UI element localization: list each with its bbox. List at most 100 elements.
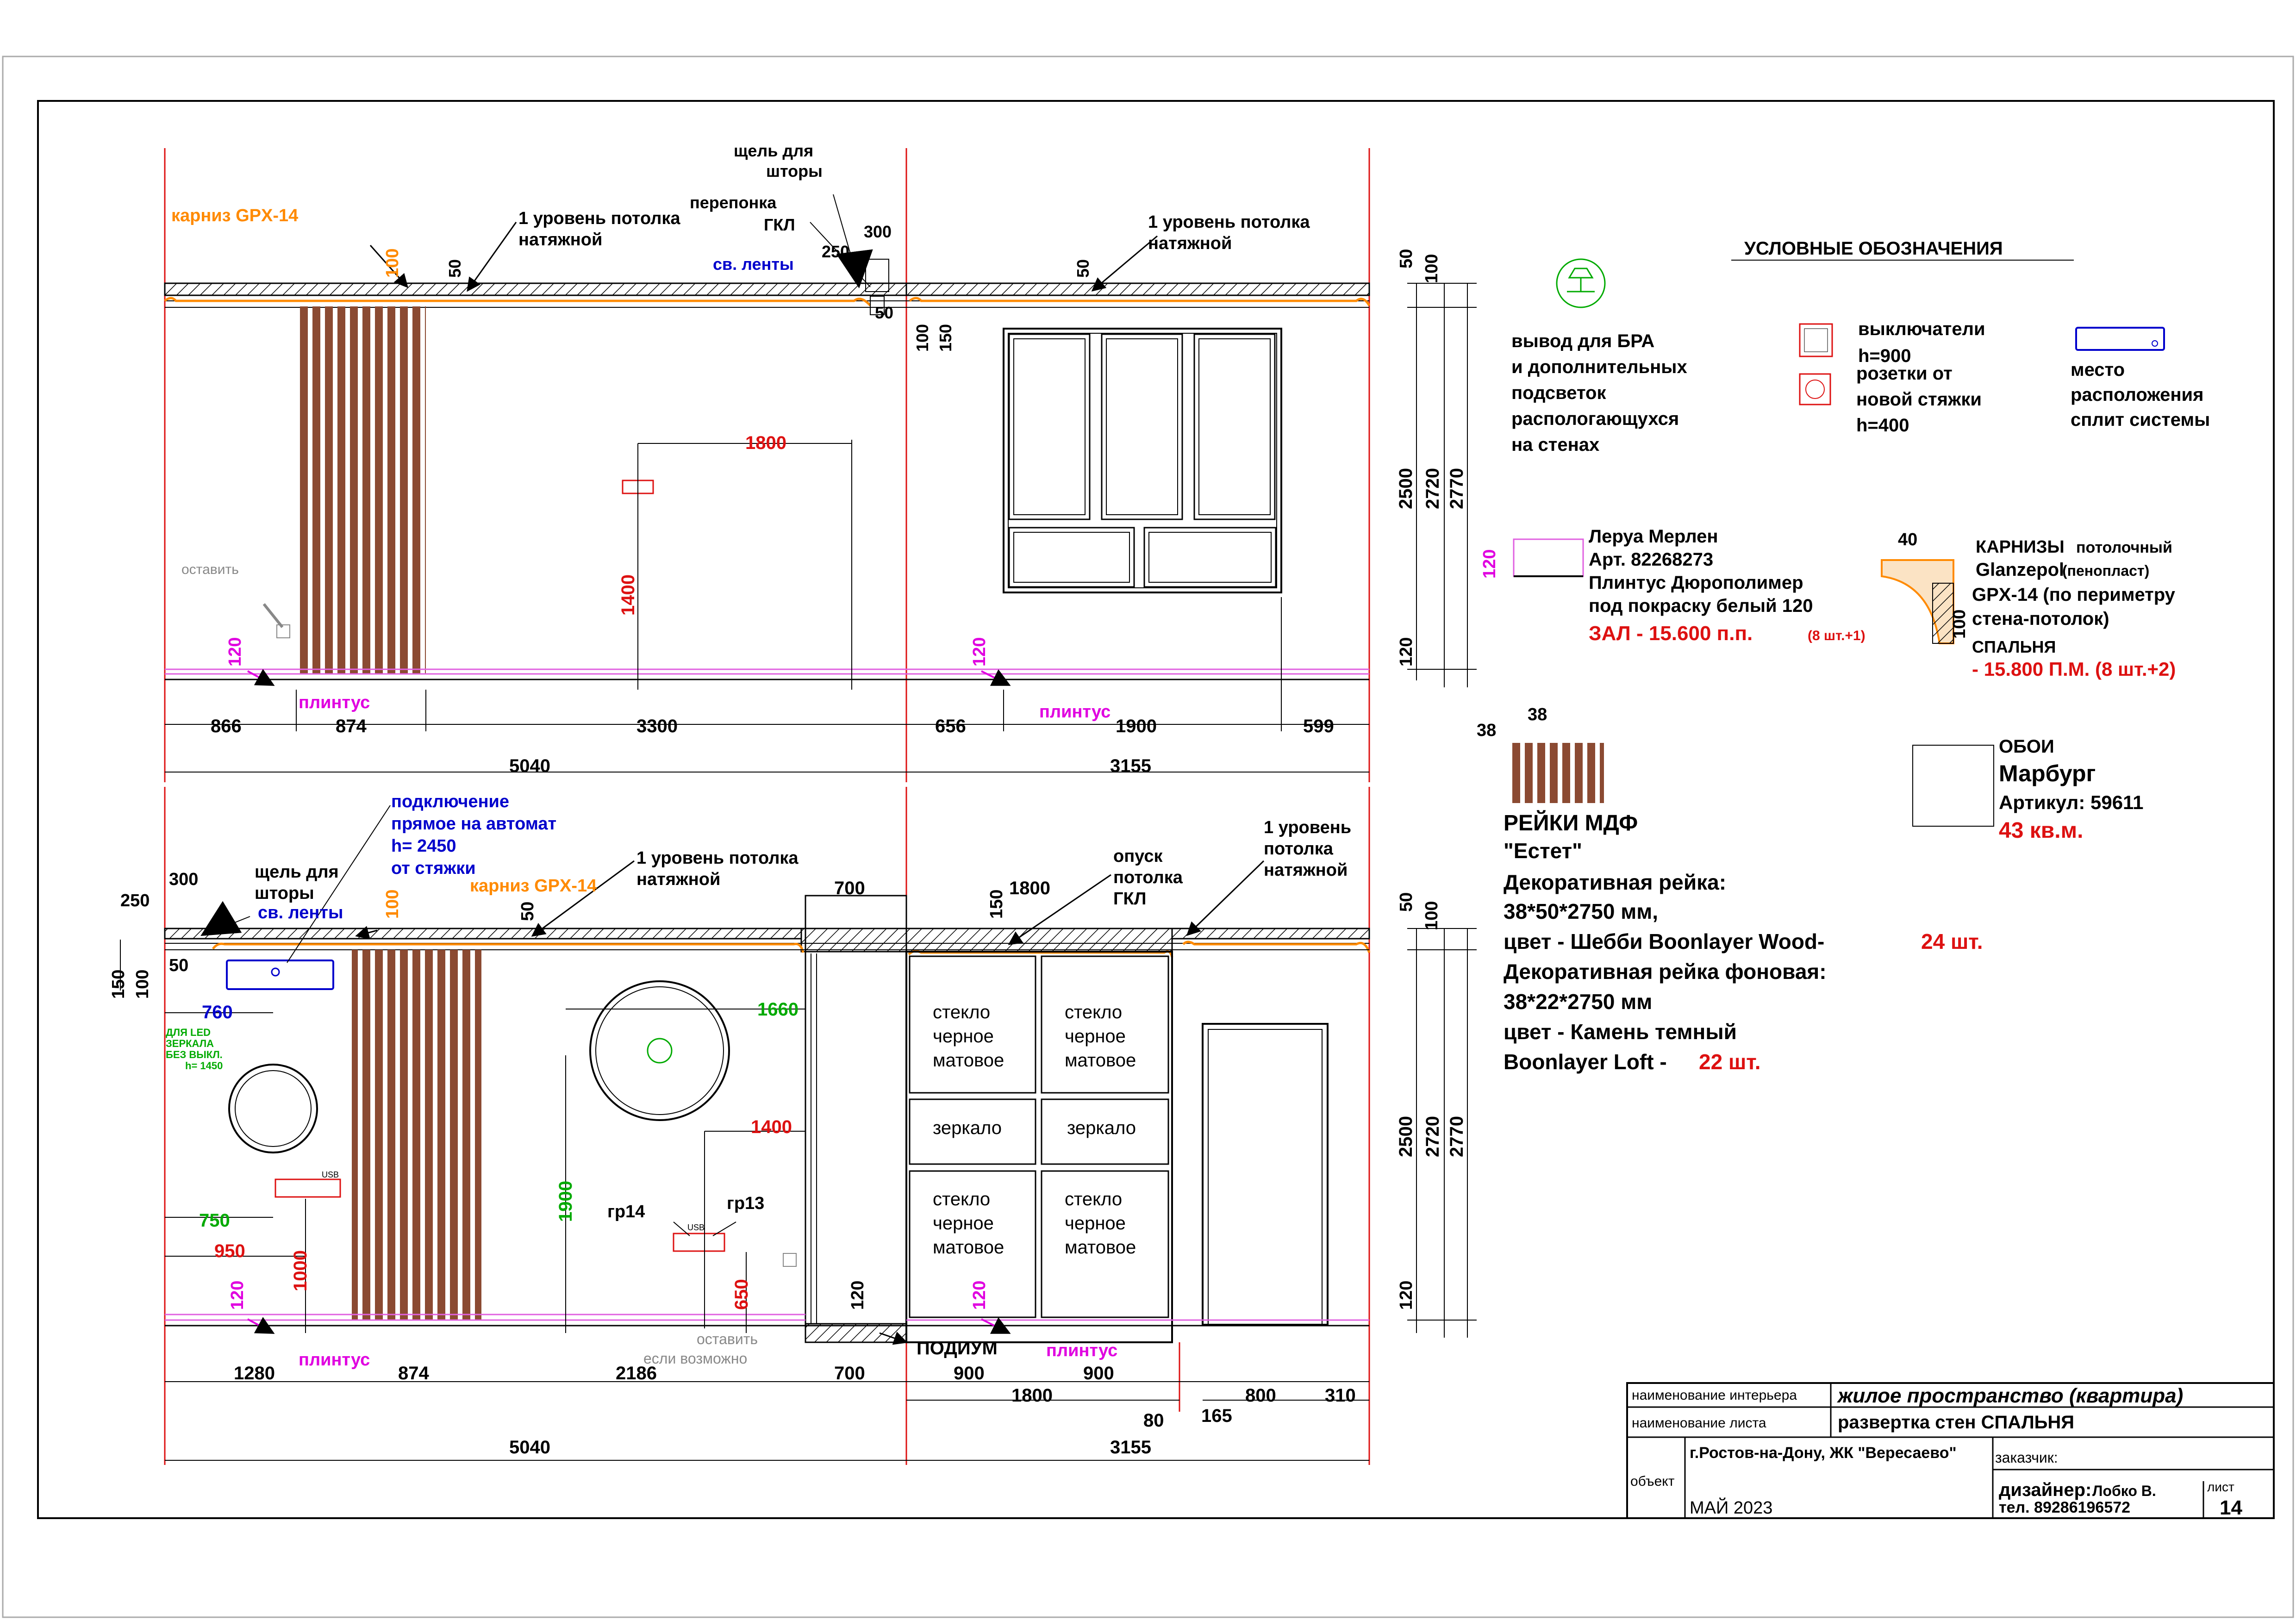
legend: УСЛОВНЫЕ ОБОЗНАЧЕНИЯ вывод для БРА и доп… [1477, 238, 2210, 1074]
bottom-ceiling2-2: потолка [1264, 839, 1334, 859]
wardrobe-glass-2a: стекло [1065, 1002, 1122, 1022]
bottom-left-150: 150 [109, 970, 128, 999]
bottom-dim-2186: 2186 [616, 1363, 657, 1383]
legend-cornice-4: стена-потолок) [1972, 609, 2109, 629]
legend-cornice-1b: потолочный [2076, 539, 2172, 556]
top-ceiling2-label-a: 1 уровень потолка [1148, 212, 1310, 232]
wallpaper-swatch [1912, 745, 1994, 827]
tb-customer-label: заказчик: [1995, 1449, 2058, 1466]
legend-switch-2: h=900 [1858, 346, 1911, 366]
legend-wallpaper-3: Артикул: 59611 [1999, 791, 2143, 813]
top-d250: 250 [822, 242, 849, 261]
legend-cornice-2b: (пенопласт) [2062, 562, 2149, 579]
bottom-vdim-100: 100 [1422, 901, 1441, 930]
legend-slat-l7: Boonlayer Loft - [1504, 1050, 1667, 1074]
bottom-drop-2: потолка [1113, 868, 1183, 887]
bottom-d300: 300 [169, 870, 198, 889]
door [1202, 1023, 1329, 1326]
bra-icon [1556, 258, 1606, 308]
bottom-d700: 700 [834, 878, 865, 898]
tb-designer-label: дизайнер: [1999, 1480, 2091, 1500]
wardrobe-glass-1a: стекло [933, 1002, 990, 1022]
title-block: наименование интерьера жилое пространств… [1626, 1382, 2275, 1519]
legend-bra-1: вывод для БРА [1511, 331, 1654, 351]
legend-wallpaper-2: Марбург [1999, 760, 2096, 786]
bottom-ceiling2-1: 1 уровень [1264, 818, 1351, 837]
legend-cornice-1: КАРНИЗЫ [1976, 537, 2065, 557]
bottom-d950: 950 [214, 1241, 245, 1261]
legend-slat-l3-red: 24 шт. [1921, 929, 1983, 953]
bottom-dim-310: 310 [1325, 1385, 1356, 1406]
bottom-total-3155: 3155 [1110, 1437, 1151, 1458]
wardrobe-mirror-1: зеркало [933, 1118, 1002, 1138]
bottom-total-5040: 5040 [509, 1437, 550, 1458]
bottom-dim-80: 80 [1143, 1410, 1164, 1431]
legend-plinth-1: Леруа Мерлен [1589, 526, 1718, 547]
bottom-d1400: 1400 [751, 1117, 792, 1137]
top-ceiling2-dim: 50 [1073, 259, 1092, 278]
top-dim-599: 599 [1303, 716, 1334, 736]
bottom-left-100: 100 [133, 970, 152, 999]
tb-interior-label: наименование интерьера [1632, 1388, 1797, 1403]
bottom-ceiling1-b: натяжной [636, 870, 720, 889]
bottom-dim-800: 800 [1245, 1385, 1276, 1406]
bottom-connect-2: прямое на автомат [391, 814, 556, 834]
top-vdim-2500: 2500 [1396, 468, 1416, 509]
tb-sheet-name-value: развертка стен СПАЛЬНЯ [1838, 1412, 2074, 1433]
legend-cornice-d100: 100 [1950, 610, 1969, 639]
top-vdim-2720: 2720 [1423, 468, 1443, 509]
bottom-usb-1: USB [322, 1170, 339, 1179]
bottom-podium-label: ПОДИУМ [917, 1338, 998, 1358]
tb-sheet-name-label: наименование листа [1632, 1415, 1766, 1431]
legend-cornice-d40: 40 [1898, 530, 1917, 549]
legend-socket-2: новой стяжки [1856, 389, 1982, 410]
bottom-cornice-label: карниз GPX-14 [470, 876, 597, 896]
legend-ac-2: расположения [2071, 385, 2203, 405]
slat-swatch [1511, 743, 1604, 803]
bottom-plinth-label-1: плинтус [299, 1350, 370, 1370]
wardrobe-glass-1b: черное [933, 1026, 994, 1047]
legend-socket-1: розетки от [1856, 363, 1953, 384]
top-d150: 150 [936, 324, 955, 352]
plinth-swatch [1513, 538, 1584, 577]
legend-slat-l2: 38*50*2750 мм, [1504, 899, 1658, 923]
ac-unit [226, 960, 334, 990]
legend-switch-1: выключатели [1858, 319, 1985, 339]
legend-slat-l1: Декоративная рейка: [1504, 870, 1726, 894]
usb-sockets-left [275, 1178, 341, 1198]
top-d300: 300 [864, 222, 892, 241]
bottom-led-1: ДЛЯ LED [166, 1027, 211, 1038]
top-vdim-50: 50 [1397, 249, 1416, 268]
bottom-d760: 760 [202, 1002, 233, 1022]
top-light-strip: св. ленты [713, 255, 794, 274]
bottom-usb-2: USB [687, 1223, 705, 1232]
legend-title: УСЛОВНЫЕ ОБОЗНАЧЕНИЯ [1744, 238, 2003, 259]
legend-cornice-red: - 15.800 П.М. (8 шт.+2) [1972, 658, 2176, 680]
legend-ac-1: место [2071, 360, 2125, 380]
legend-plinth-3: Плинтус Дюрополимер [1589, 573, 1803, 593]
legend-plinth-4: под покраску белый 120 [1589, 596, 1813, 616]
bottom-ceiling1-a: 1 уровень потолка [636, 848, 799, 868]
bottom-plinth-label-2: плинтус [1046, 1341, 1117, 1360]
legend-slat-brand: "Естет" [1504, 839, 1582, 863]
top-cornice-label: карниз GPX-14 [171, 206, 298, 225]
bottom-dim-900b: 900 [1083, 1363, 1114, 1383]
top-dim-1800: 1800 [745, 433, 786, 453]
bottom-dim-700: 700 [834, 1363, 865, 1383]
top-curtain-gap-b: шторы [766, 162, 823, 181]
tb-phone: тел. 89286196572 [1999, 1499, 2130, 1516]
legend-slat-l3: цвет - Шебби Boonlayer Wood- [1504, 929, 1824, 953]
bottom-dim-874: 874 [398, 1363, 429, 1383]
legend-slat-d1: 38 [1477, 721, 1496, 740]
bottom-connect-1: подключение [391, 792, 509, 811]
legend-slat-l4: Декоративная рейка фоновая: [1504, 960, 1827, 984]
podium [805, 1323, 907, 1343]
top-plinth-h1: 120 [225, 637, 245, 667]
wardrobe-glass-3a: стекло [933, 1189, 990, 1209]
tb-sheet-number: 14 [2220, 1496, 2242, 1519]
top-vdim-100: 100 [1422, 254, 1441, 283]
bottom-dim-1280: 1280 [234, 1363, 275, 1383]
legend-bra-4: распологающухся [1511, 409, 1679, 429]
bottom-d1000: 1000 [290, 1250, 311, 1291]
top-ceiling1-label-a: 1 уровень потолка [518, 209, 680, 228]
